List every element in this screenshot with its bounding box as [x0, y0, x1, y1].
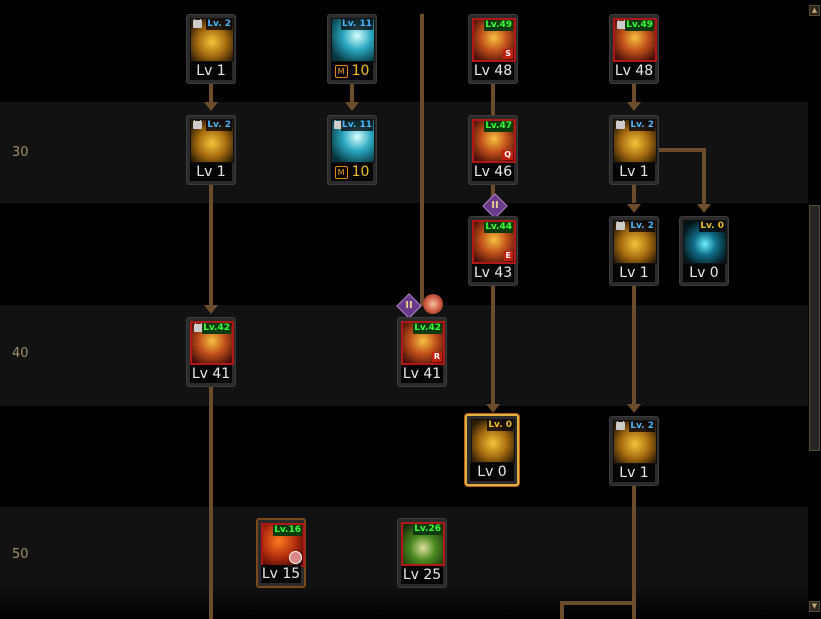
required-level-badge: Lv.44 — [484, 222, 513, 233]
lock-icon — [616, 221, 625, 230]
skill-node-blue-portal[interactable]: Lv. 0 Lv 0 — [679, 216, 729, 286]
required-level-badge: Lv. 2 — [629, 421, 655, 432]
skill-cyan-burst-icon[interactable]: Lv. 11 — [331, 18, 375, 62]
skill-gold-hammer-icon[interactable]: Lv. 2 — [613, 220, 657, 264]
required-level-badge: Lv.49 — [484, 20, 513, 31]
skill-level: Lv 1 — [190, 163, 232, 181]
skill-blue-portal-icon[interactable]: Lv. 0 — [683, 220, 727, 264]
m-currency-icon: M — [334, 65, 348, 78]
required-level-badge: Lv.49 — [625, 20, 654, 31]
skill-level: Lv 1 — [613, 163, 655, 181]
clock-icon — [289, 551, 302, 564]
skill-level: Lv 41 — [401, 365, 443, 383]
skill-node-gold-blade[interactable]: Lv. 2 Lv 1 — [186, 14, 236, 84]
skill-cyan-skull-icon[interactable]: Lv. 11 — [331, 119, 375, 163]
required-level-badge: Lv. 2 — [206, 19, 232, 30]
skill-level: Lv 1 — [613, 464, 655, 482]
required-level-badge: Lv. 0 — [487, 420, 513, 431]
skill-level: Lv 43 — [472, 264, 514, 282]
scrollbar[interactable]: ▲ ▼ — [808, 0, 821, 619]
skill-level: Lv 48 — [472, 62, 514, 80]
lock-icon — [616, 120, 625, 129]
skill-node-gold-cross[interactable]: Lv. 2 Lv 1 — [609, 115, 659, 185]
skill-fire-totem-icon[interactable]: Lv.49 — [613, 18, 657, 62]
skill-gold-crown-icon[interactable]: Lv. 2 — [613, 420, 657, 464]
skill-gold-radiance-icon[interactable]: Lv. 0 — [471, 419, 515, 463]
skill-level: Lv 1 — [190, 62, 232, 80]
required-level-badge: Lv. 11 — [341, 120, 373, 131]
skill-node-gold-lash[interactable]: Lv.42 Lv 41 — [186, 317, 236, 387]
hotkey-badge: R — [431, 352, 442, 362]
required-level-badge: Lv.42 — [202, 323, 231, 334]
scrollbar-thumb[interactable] — [809, 205, 820, 451]
skill-gold-blade-icon[interactable]: Lv. 2 — [190, 18, 234, 62]
required-level-badge: Lv.42 — [413, 323, 442, 334]
level-marker-50: 50 — [12, 547, 29, 562]
level-marker-40: 40 — [12, 346, 29, 361]
scroll-up-button[interactable]: ▲ — [809, 5, 820, 16]
lock-icon — [617, 20, 626, 29]
lock-icon — [616, 421, 625, 430]
skill-gold-lash-icon[interactable]: Lv.42 — [190, 321, 234, 365]
skill-node-gold-serpent[interactable]: Lv. 2 Lv 1 — [186, 115, 236, 185]
hotkey-badge: S — [503, 49, 513, 59]
skill-level: Lv 25 — [401, 566, 443, 584]
skill-node-gold-hammer[interactable]: Lv. 2 Lv 1 — [609, 216, 659, 286]
required-level-badge: Lv.26 — [413, 524, 442, 535]
skill-node-orange-beast[interactable]: Lv.16 Lv 15 — [256, 518, 306, 588]
hotkey-badge: E — [503, 251, 513, 261]
skill-level: Lv 48 — [613, 62, 655, 80]
required-level-badge: Lv. 11 — [341, 19, 373, 30]
swirl-buff-icon — [423, 294, 443, 314]
lock-icon — [193, 19, 202, 28]
skill-level: Lv 46 — [472, 163, 514, 181]
skill-level: Lv 15 — [261, 565, 301, 583]
required-level-badge: Lv.47 — [484, 121, 513, 132]
skill-level: Lv 0 — [470, 463, 514, 481]
lock-icon — [193, 120, 202, 129]
skill-cost-value: 10 — [351, 164, 370, 180]
required-level-badge: Lv. 0 — [699, 221, 725, 232]
skill-gold-serpent-icon[interactable]: Lv. 2 — [190, 119, 234, 163]
skill-node-green-spirit[interactable]: Lv.26 Lv 25 — [397, 518, 447, 588]
lock-icon — [194, 323, 203, 332]
required-level-badge: Lv. 2 — [206, 120, 232, 131]
skill-node-fire-totem[interactable]: Lv.49 Lv 48 — [609, 14, 659, 84]
skill-cost-value: 10 — [351, 63, 370, 79]
skill-node-gold-radiance[interactable]: Lv. 0 Lv 0 — [465, 414, 519, 486]
level-marker-30: 30 — [12, 145, 29, 160]
skill-orange-beast-icon[interactable]: Lv.16 — [261, 523, 305, 567]
tier-badge-label: II — [405, 300, 413, 311]
skill-node-gold-crown[interactable]: Lv. 2 Lv 1 — [609, 416, 659, 486]
tier-badge-label: II — [491, 200, 499, 211]
required-level-badge: Lv. 2 — [629, 120, 655, 131]
level-band-30 — [0, 102, 808, 203]
hotkey-badge: Q — [502, 150, 513, 160]
skill-level: Lv 1 — [613, 264, 655, 282]
skill-level: Lv 41 — [190, 365, 232, 383]
required-level-badge: Lv. 2 — [629, 221, 655, 232]
scroll-down-button[interactable]: ▼ — [809, 601, 820, 612]
skill-gold-cross-icon[interactable]: Lv. 2 — [613, 119, 657, 163]
m-currency-icon: M — [334, 166, 348, 179]
required-level-badge: Lv.16 — [273, 525, 302, 536]
skill-green-spirit-icon[interactable]: Lv.26 — [401, 522, 445, 566]
skill-level: Lv 0 — [683, 264, 725, 282]
